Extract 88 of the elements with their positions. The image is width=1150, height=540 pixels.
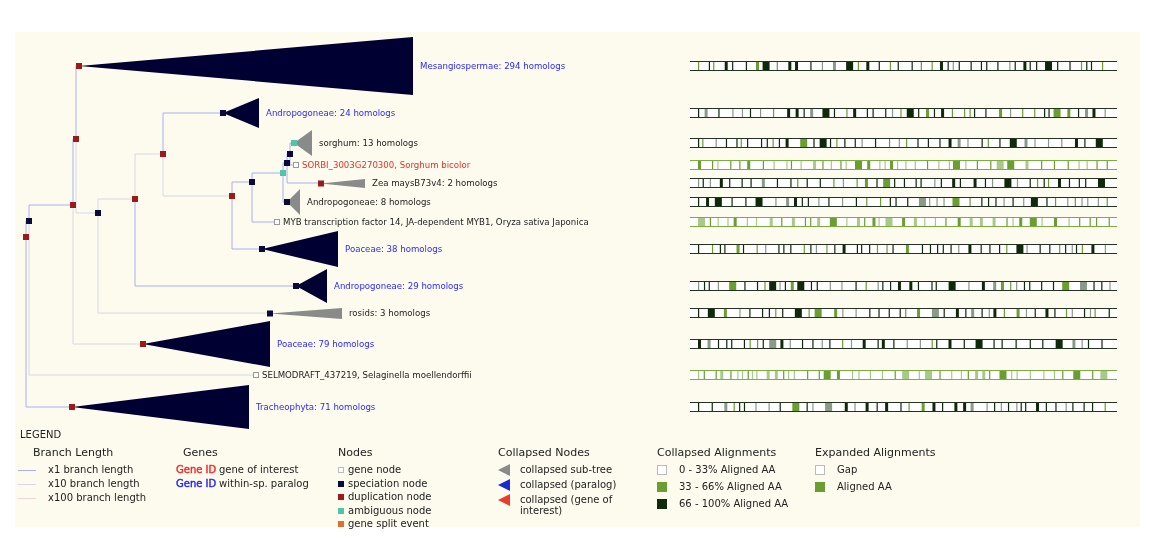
legend-heading: Genes — [183, 446, 218, 459]
leaf-label: SORBI_3003G270300, Sorghum bicolor — [302, 158, 471, 171]
gene-node-marker — [274, 219, 280, 225]
legend-text: 0 - 33% Aligned AA — [679, 463, 776, 477]
tree-branch — [282, 175, 285, 203]
legend-heading: Nodes — [338, 446, 373, 459]
tree-branch — [134, 201, 294, 287]
tree-branch — [72, 207, 141, 345]
tree-branch — [289, 156, 294, 166]
gene-id-sample: Gene ID — [176, 477, 217, 491]
collapsed-subtree-triangle — [293, 269, 327, 303]
collapsed-subtree-triangle — [220, 98, 259, 128]
legend-text: duplication node — [348, 490, 432, 504]
legend-text: 66 - 100% Aligned AA — [679, 497, 789, 511]
tree-branch — [282, 162, 285, 171]
duplication-node-marker — [132, 196, 138, 202]
ambiguous-node-marker — [280, 170, 286, 176]
legend-text: x10 branch length — [48, 477, 140, 491]
speciation-node-marker — [287, 151, 293, 157]
collapsed-subtree-triangle — [291, 130, 312, 156]
collapsed-subtree-triangle — [140, 321, 270, 367]
speciation-node-marker — [284, 160, 290, 166]
tree-branch — [289, 142, 292, 152]
tree-branch — [231, 181, 250, 194]
collapsed-subtree-triangle — [76, 37, 413, 95]
legend-title: LEGEND — [20, 429, 62, 440]
gene-node-marker — [293, 162, 299, 168]
tree-branch — [25, 220, 27, 235]
speciation-node-marker — [95, 210, 101, 216]
legend-text: x100 branch length — [48, 491, 146, 505]
collapsed-subtree-triangle — [284, 189, 300, 215]
leaf-label: Andropogoneae: 29 homologs — [334, 279, 464, 292]
leaf-label: Zea maysB73v4: 2 homologs — [372, 176, 498, 189]
legend-text: within-sp. paralog — [219, 477, 309, 491]
tree-branch — [75, 141, 96, 214]
duplication-node-marker — [73, 136, 79, 142]
tree-branch — [286, 153, 288, 161]
leaf-label: Tracheophyta: 71 homologs — [256, 400, 376, 413]
tree-branch — [251, 172, 281, 180]
tree-branch — [286, 165, 319, 184]
legend-text: Gap — [837, 463, 858, 477]
tree-branch — [97, 198, 133, 211]
legend-text: collapsed sub-tree — [520, 464, 614, 475]
tree-branch — [28, 204, 71, 219]
collapsed-subtree-triangle — [267, 307, 342, 319]
legend-text: gene of interest — [219, 463, 299, 477]
tree-branch — [251, 184, 275, 223]
legend-heading: Collapsed Nodes — [498, 446, 590, 459]
duplication-node-marker — [160, 151, 166, 157]
leaf-label: Poaceae: 79 homologs — [277, 337, 375, 350]
tree-branch — [75, 65, 77, 137]
legend-text: 33 - 66% Aligned AA — [679, 480, 782, 494]
leaf-label: Andropogoneae: 8 homologs — [307, 195, 431, 208]
legend-heading: Expanded Alignments — [815, 446, 936, 459]
speciation-node-marker — [26, 218, 32, 224]
collapsed-subtree-triangle — [259, 231, 338, 267]
leaf-label: Poaceae: 38 homologs — [345, 242, 443, 255]
tree-branch — [25, 239, 70, 408]
leaf-label: sorghum: 13 homologs — [319, 136, 419, 149]
legend-heading: Branch Length — [33, 446, 114, 459]
legend-text: Aligned AA — [837, 480, 892, 494]
leaf-label: rosids: 3 homologs — [349, 306, 431, 319]
legend-text: x1 branch length — [48, 463, 134, 477]
tree-branch — [28, 223, 254, 376]
duplication-node-marker — [23, 234, 29, 240]
leaf-label: Andropogoneae: 24 homologs — [266, 106, 396, 119]
leaf-label: Mesangiospermae: 294 homologs — [420, 59, 566, 72]
duplication-node-marker — [229, 193, 235, 199]
collapsed-subtree-triangle — [69, 385, 249, 429]
tree-branch — [97, 215, 268, 314]
tree-branch — [134, 153, 161, 197]
speciation-node-marker — [249, 179, 255, 185]
gene-id-sample: Gene ID — [176, 463, 217, 477]
legend-text: gene node — [348, 463, 402, 477]
legend-text: ambiguous node — [348, 503, 432, 518]
tree-branch — [162, 156, 230, 197]
leaf-label: SELMODRAFT_437219, Selaginella moellendorffii — [262, 368, 472, 381]
tree-branch — [162, 112, 221, 152]
gene-node-marker — [253, 372, 259, 378]
legend-heading: Collapsed Alignments — [657, 446, 777, 459]
legend-text: gene split event — [348, 517, 429, 531]
duplication-node-marker — [70, 202, 76, 208]
tree-branch — [231, 198, 260, 250]
legend-text: collapsed (gene of interest) — [520, 494, 614, 516]
collapsed-subtree-triangle — [318, 178, 365, 188]
legend-text: speciation node — [348, 476, 428, 491]
legend-text: collapsed (paralog) — [520, 479, 618, 490]
leaf-label: MYB transcription factor 14, JA-dependent MYB1, Oryza sativa Japonica — [283, 215, 589, 228]
